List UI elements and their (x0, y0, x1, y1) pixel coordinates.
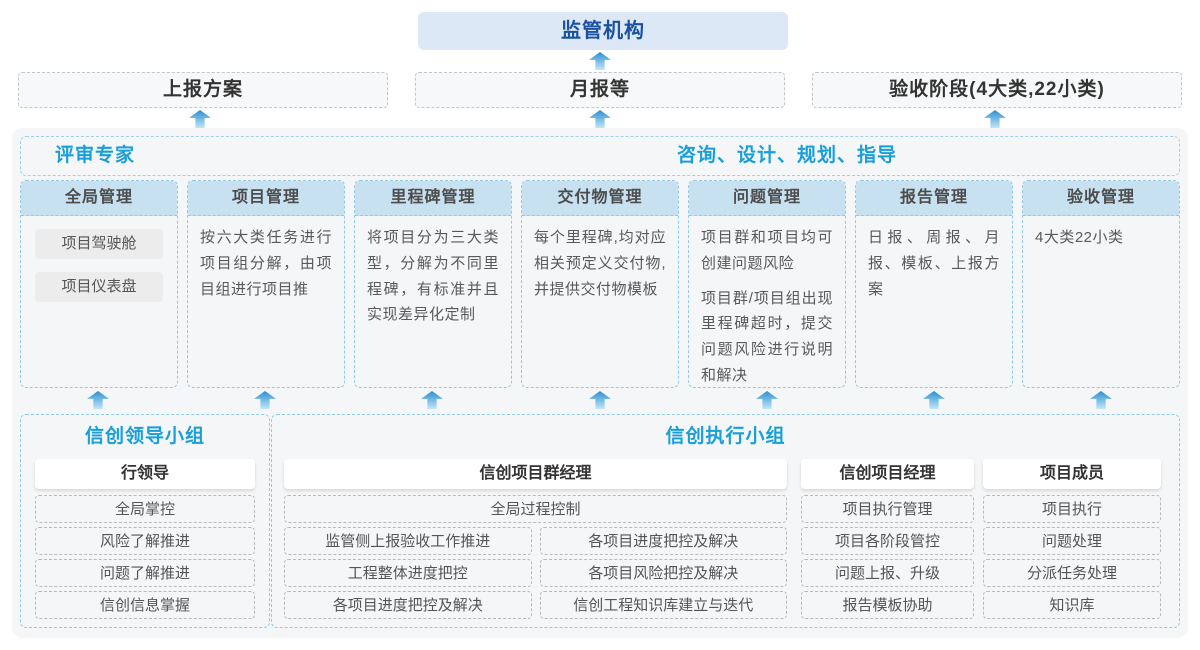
column-header: 项目管理 (188, 181, 344, 216)
list-item: 问题了解推进 (35, 559, 255, 587)
list-item: 各项目进度把控及解决 (284, 591, 532, 619)
experts-banner: 评审专家 咨询、设计、规划、指导 (20, 136, 1180, 176)
list-item: 全局过程控制 (284, 495, 787, 523)
column-acceptance-management: 验收管理 4大类22小类 (1022, 180, 1180, 388)
experts-label: 评审专家 (55, 145, 136, 166)
list-item: 项目执行管理 (801, 495, 974, 523)
list-item: 各项目进度把控及解决 (539, 527, 787, 555)
consulting-label: 咨询、设计、规划、指导 (677, 145, 898, 166)
column-header: 里程碑管理 (355, 181, 511, 216)
column-deliverable-management: 交付物管理 每个里程碑,均对应相关预定义交付物,并提供交付物模板 (521, 180, 679, 388)
column-header: 问题管理 (689, 181, 845, 216)
project-manager-role-box: 信创项目经理 (801, 459, 974, 489)
column-description: 每个里程碑,均对应相关预定义交付物,并提供交付物模板 (534, 229, 666, 298)
column-milestone-management: 里程碑管理 将项目分为三大类型，分解为不同里程碑，有标准并且实现差异化定制 (354, 180, 512, 388)
column-global-management: 全局管理 项目驾驶舱 项目仪表盘 (20, 180, 178, 388)
column-description: 日报、周报、月报、模板、上报方案 (868, 229, 1000, 298)
list-item: 分派任务处理 (983, 559, 1161, 587)
list-item: 项目执行 (983, 495, 1161, 523)
column-header: 报告管理 (856, 181, 1012, 216)
column-report-management: 报告管理 日报、周报、月报、模板、上报方案 (855, 180, 1013, 388)
list-item: 项目各阶段管控 (801, 527, 974, 555)
group-execution-team: 信创执行小组 信创项目群经理 全局过程控制 监管侧上报验收工作推进 各项目进度把… (271, 414, 1180, 628)
program-manager-items: 监管侧上报验收工作推进 各项目进度把控及解决 工程整体进度把控 各项目风险把控及… (284, 523, 787, 619)
list-item: 信创信息掌握 (35, 591, 255, 619)
program-manager-role-box: 信创项目群经理 (284, 459, 787, 489)
column-header: 全局管理 (21, 181, 177, 216)
list-item: 全局掌控 (35, 495, 255, 523)
bank-leader-role-box: 行领导 (35, 459, 255, 489)
up-arrow-icon (984, 110, 1006, 128)
column-project-management: 项目管理 按六大类任务进行项目组分解，由项目组进行项目推 (187, 180, 345, 388)
list-item: 风险了解推进 (35, 527, 255, 555)
section-program-manager: 信创项目群经理 全局过程控制 监管侧上报验收工作推进 各项目进度把控及解决 工程… (284, 459, 787, 619)
report-plan-box: 上报方案 (18, 72, 388, 108)
list-item: 报告模板协助 (801, 591, 974, 619)
section-project-member: 项目成员 项目执行 问题处理 分派任务处理 知识库 (983, 459, 1161, 619)
column-description: 按六大类任务进行项目组分解，由项目组进行项目推 (200, 229, 332, 298)
group-title: 信创领导小组 (84, 426, 205, 447)
column-description: 项目群和项目均可创建问题风险 (701, 229, 833, 272)
project-cockpit-chip: 项目驾驶舱 (35, 229, 163, 259)
section-project-manager: 信创项目经理 项目执行管理 项目各阶段管控 问题上报、升级 报告模板协助 (801, 459, 974, 619)
monthly-report-box: 月报等 (415, 72, 785, 108)
list-item: 知识库 (983, 591, 1161, 619)
up-arrow-icon (589, 52, 611, 70)
column-issue-management: 问题管理 项目群和项目均可创建问题风险 项目群/项目组出现里程碑超时，提交问题风… (688, 180, 846, 388)
column-header: 验收管理 (1023, 181, 1179, 216)
group-leadership-team: 信创领导小组 行领导 全局掌控 风险了解推进 问题了解推进 信创信息掌握 (20, 414, 270, 628)
column-description: 4大类22小类 (1035, 229, 1124, 246)
column-description: 将项目分为三大类型，分解为不同里程碑，有标准并且实现差异化定制 (367, 229, 499, 324)
list-item: 监管侧上报验收工作推进 (284, 527, 532, 555)
regulator-box: 监管机构 (418, 12, 788, 50)
column-header: 交付物管理 (522, 181, 678, 216)
up-arrow-icon (189, 110, 211, 128)
project-dashboard-chip: 项目仪表盘 (35, 272, 163, 302)
list-item: 各项目风险把控及解决 (539, 559, 787, 587)
up-arrow-icon (589, 110, 611, 128)
list-item: 工程整体进度把控 (284, 559, 532, 587)
list-item: 信创工程知识库建立与迭代 (539, 591, 787, 619)
management-columns: 全局管理 项目驾驶舱 项目仪表盘 项目管理 按六大类任务进行项目组分解，由项目组… (20, 180, 1180, 388)
column-description: 项目群/项目组出现里程碑超时，提交问题风险进行说明和解决 (701, 289, 833, 384)
list-item: 问题上报、升级 (801, 559, 974, 587)
acceptance-stage-box: 验收阶段(4大类,22小类) (812, 72, 1182, 108)
list-item: 问题处理 (983, 527, 1161, 555)
group-title: 信创执行小组 (665, 426, 786, 447)
project-member-role-box: 项目成员 (983, 459, 1161, 489)
